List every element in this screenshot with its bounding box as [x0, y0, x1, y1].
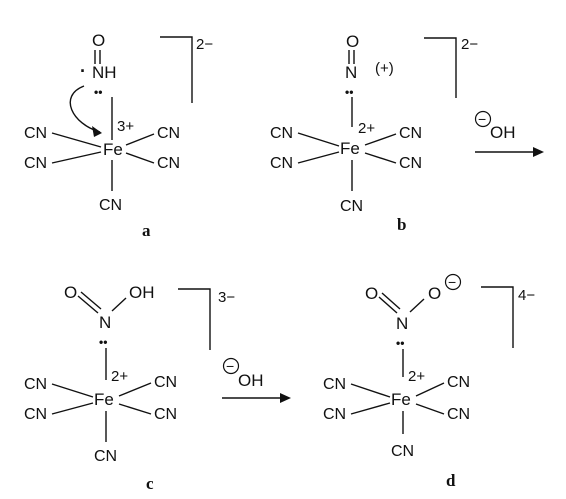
iron-center: Fe	[340, 139, 360, 158]
oxide-oxygen: O	[428, 284, 441, 303]
oxidation-state: 2+	[408, 368, 425, 385]
bond-ul	[350, 383, 391, 398]
nitrite-oxygen: O	[365, 284, 378, 303]
cn-ligand-ll: CN	[24, 406, 47, 423]
bond-ur	[118, 382, 152, 397]
electron-transfer-arrow	[69, 85, 101, 133]
charge-label: 2−	[461, 36, 478, 53]
nh-group: NH	[92, 63, 117, 82]
cn-ligand-bottom: CN	[94, 448, 117, 465]
oxide-minus: −	[448, 274, 456, 290]
charge-label: 2−	[196, 36, 213, 53]
no-double-bond-1	[378, 296, 398, 314]
radical-dot: ·	[80, 61, 86, 81]
complex-c: O N •• OH 2+ Fe CN CN CN CN CN c 3−	[24, 283, 235, 493]
nitroso-oxygen: O	[92, 31, 105, 50]
oxidation-state: 2+	[358, 120, 375, 137]
cn-ligand-lr: CN	[447, 406, 470, 423]
lone-pair: ••	[99, 335, 107, 349]
nitrogen-atom: N	[345, 63, 357, 82]
cn-ligand-bottom: CN	[391, 443, 414, 460]
cn-ligand-ur: CN	[157, 125, 180, 142]
oxide-charge-circle	[444, 273, 462, 291]
reaction-arrow-1: − OH	[474, 110, 544, 157]
cn-ligand-lr: CN	[154, 406, 177, 423]
bond-ll	[297, 151, 340, 164]
no-double-bond-2	[381, 292, 401, 310]
iron-center: Fe	[103, 140, 123, 159]
cn-ligand-lr: CN	[399, 155, 422, 172]
no-double-bond-2	[80, 291, 102, 310]
reaction-arrow-2: − OH	[222, 357, 291, 403]
cn-ligand-bottom: CN	[99, 197, 122, 214]
lone-pair: ••	[345, 85, 353, 99]
bond-lr	[118, 403, 152, 415]
bond-lr	[415, 403, 445, 415]
hydroxide-charge-circle	[222, 357, 240, 375]
hydroxide-minus: −	[226, 358, 234, 374]
cn-ligand-ul: CN	[270, 125, 293, 142]
bond-ll	[51, 151, 102, 164]
nitrite-oxygen: O	[64, 283, 77, 302]
bond-ul	[297, 132, 340, 147]
complex-d: O N •• O − 2+ Fe CN CN CN CN CN d 4−	[323, 273, 535, 490]
label-a: a	[142, 221, 151, 240]
cn-ligand-ul: CN	[323, 376, 346, 393]
complex-a: O · NH •• 3+ Fe CN CN CN CN CN a 2−	[24, 31, 213, 240]
iron-center: Fe	[391, 390, 411, 409]
charge-bracket	[160, 36, 193, 103]
nitrogen-atom: N	[396, 314, 408, 333]
bond-ul	[51, 383, 94, 398]
cn-ligand-ul: CN	[24, 376, 47, 393]
hydroxyl-group: OH	[129, 283, 155, 302]
positive-note: (+)	[375, 60, 394, 77]
nitroso-oxygen: O	[346, 32, 359, 51]
cn-ligand-bottom: CN	[340, 198, 363, 215]
charge-label: 4−	[518, 287, 535, 304]
oxidation-state: 2+	[111, 368, 128, 385]
hydroxide-reagent: OH	[490, 123, 516, 142]
hydroxide-charge-circle	[474, 110, 492, 128]
charge-bracket	[424, 37, 457, 98]
label-c: c	[146, 474, 154, 493]
lone-pair: ••	[396, 336, 404, 350]
oxidation-state: 3+	[117, 118, 134, 135]
charge-bracket	[481, 286, 514, 348]
bond-lr	[364, 152, 397, 164]
nitrogen-atom: N	[99, 313, 111, 332]
label-d: d	[446, 471, 456, 490]
cn-ligand-ll: CN	[270, 155, 293, 172]
bond-ur	[415, 382, 445, 397]
iron-center: Fe	[94, 390, 114, 409]
n-o-bond	[111, 297, 127, 312]
cn-ligand-ur: CN	[399, 125, 422, 142]
hydroxide-reagent: OH	[238, 371, 264, 390]
cn-ligand-ul: CN	[24, 125, 47, 142]
bond-ll	[350, 402, 391, 415]
electron-transfer-arrowhead	[92, 126, 102, 137]
bond-ur	[364, 133, 397, 146]
cn-ligand-ll: CN	[24, 155, 47, 172]
complex-b: O N •• (+) 2+ Fe CN CN CN CN CN b 2−	[270, 32, 478, 234]
charge-bracket	[178, 288, 211, 350]
cn-ligand-ur: CN	[154, 374, 177, 391]
cn-ligand-lr: CN	[157, 155, 180, 172]
arrow-head	[533, 147, 544, 157]
cn-ligand-ur: CN	[447, 374, 470, 391]
bond-lr	[125, 152, 155, 164]
cn-ligand-ll: CN	[323, 406, 346, 423]
charge-label: 3−	[218, 289, 235, 306]
label-b: b	[397, 215, 406, 234]
bond-ll	[51, 402, 94, 415]
bond-ul	[51, 132, 102, 148]
arrow-head	[280, 393, 291, 403]
n-o-bond	[409, 298, 425, 313]
hydroxide-minus: −	[478, 111, 486, 127]
bond-ur	[125, 133, 155, 146]
no-double-bond-1	[77, 295, 99, 314]
lone-pair: ••	[94, 85, 102, 99]
